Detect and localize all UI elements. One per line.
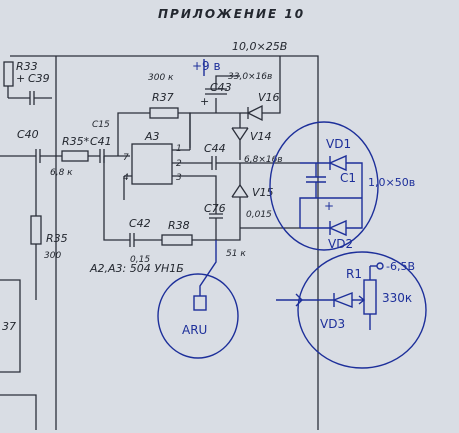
c76-label: C76 [204,202,226,215]
vd1-diode: VD1 [300,137,363,198]
c1-value: 1,0×50в [368,176,415,189]
left-partial-block: 37 [0,279,37,430]
pin-4: 4 [123,173,129,183]
c39-sign: + [16,72,25,85]
r1-label: R1 [346,267,362,281]
r35-value: 300 [44,251,61,261]
pin-3: 3 [176,173,182,183]
r37b-label: 37 [2,320,16,333]
pin-2: 2 [176,159,182,169]
r35-resistor: R35 300 [30,163,68,280]
annotation-circle-aru [157,273,239,359]
c1-sign: + [324,199,334,213]
c41-label: C41 [90,135,112,148]
r33-label: R33 [16,60,38,73]
r1-value: 330к [382,291,412,305]
annotation-circle-vd [269,121,379,251]
vd2-label: VD2 [328,237,353,251]
ic-note: A2,A3: 504 УН1Б [89,262,184,275]
supply-neg-label: -6,5В [386,260,415,273]
vd1-label: VD1 [326,137,351,151]
c43-sign: + [200,95,209,108]
v14-diode: V14 [231,113,272,160]
r38-value: 51 к [226,249,246,259]
vd3-label: VD3 [320,317,345,331]
r33-resistor: R33 [3,60,38,98]
c76-capacitor: C76 0,015 [196,175,272,240]
r37-resistor: R37 300 к [117,73,191,156]
r37-value: 300 к [148,73,174,83]
c42-value: 0,15 [130,255,150,265]
c42-capacitor: C42 0,15 [103,156,162,265]
c40-capacitor: C40 [0,128,62,163]
vd2-diode: VD2 [299,197,363,251]
annotation-circle-r1 [297,251,427,369]
c15-label: C15 [92,120,110,130]
supply-label: 10,0×25В [232,40,287,53]
c42-label: C42 [129,217,151,230]
c39-label: C39 [28,72,50,85]
c1-capacitor: C1 1,0×50в + [306,163,415,213]
r35s-value: 6,8 к [50,168,73,178]
r1-potentiometer: R1 330к -6,5В [346,260,415,330]
vd3-diode: VD3 [276,291,362,331]
v15-label: V15 [252,186,274,199]
r35-label: R35 [46,232,68,245]
r38-label: R38 [168,219,190,232]
plus9-label: +9 в [192,59,221,73]
v16-diode: V16 [240,56,281,122]
c41-capacitor: C41 C15 [88,120,130,163]
r38-resistor: R38 51 к [161,210,246,259]
a3-label: A3 [144,130,160,143]
v14-label: V14 [250,130,272,143]
r35s-label: R35* [62,135,90,148]
v15-diode: V15 [231,163,274,210]
a3-ic: A3 7 4 1 2 3 [123,130,196,200]
c44-value: 6,8×16в [244,155,283,165]
c43-value: 33,0×16в [228,72,272,82]
pin-7: 7 [123,153,129,163]
c43-label: C43 [210,81,232,94]
c43-capacitor: C43 33,0×16в + [200,72,272,113]
r37-label: R37 [152,91,174,104]
c44-label: C44 [204,142,226,155]
c1-label: C1 [340,171,356,185]
c39-capacitor: + C39 [8,72,52,105]
pin-1: 1 [176,144,182,154]
a3-output-line [189,112,240,150]
aru-connector: ARU [182,240,217,337]
c44-capacitor: C44 6,8×16в [196,142,300,170]
supply-rail: 10,0×25В [10,40,319,430]
v16-label: V16 [258,91,280,104]
c76-value: 0,015 [246,210,272,220]
aru-label: ARU [182,323,207,337]
page-title: ПРИЛОЖЕНИЕ 10 [158,7,305,21]
c40-label: C40 [17,128,39,141]
